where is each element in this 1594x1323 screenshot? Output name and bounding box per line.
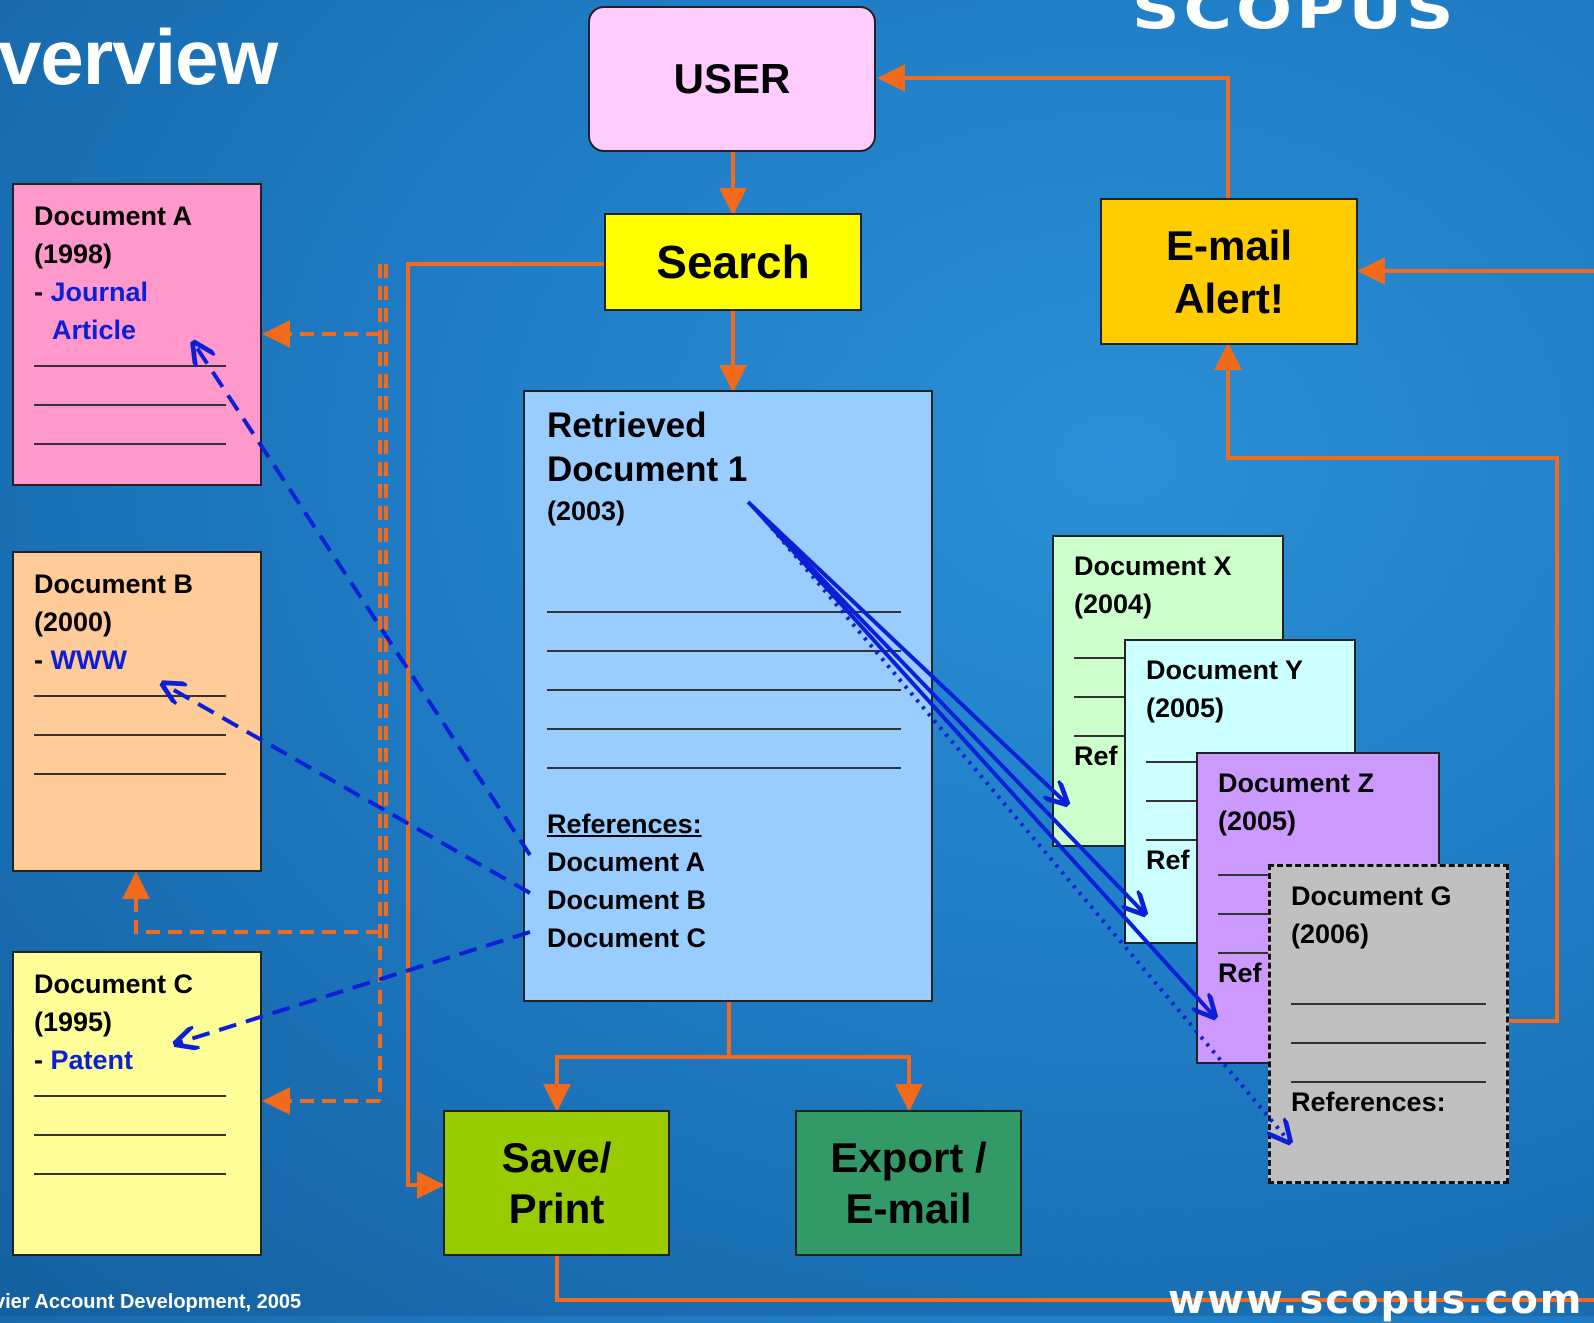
document-g-references-title: References: xyxy=(1291,1087,1446,1117)
document-a-title: Document A xyxy=(34,201,193,231)
text-line xyxy=(547,613,901,652)
text-line xyxy=(1291,1005,1486,1044)
document-b: Document B (2000) - WWW xyxy=(12,551,262,872)
arrow-retrieved-to-save xyxy=(543,1002,731,1112)
text-line xyxy=(1291,953,1486,1005)
text-line xyxy=(34,679,226,697)
document-c-title: Document C xyxy=(34,969,194,999)
document-a-type: Journal xyxy=(50,277,149,307)
email-alert-box: E-mail Alert! xyxy=(1100,198,1358,345)
document-g-title: Document G xyxy=(1291,881,1452,911)
document-b-type: WWW xyxy=(50,645,127,675)
export-email-line2: E-mail xyxy=(845,1185,972,1232)
reference-item-b: Document B xyxy=(547,885,707,915)
text-line xyxy=(34,736,226,775)
email-alert-line2: Alert! xyxy=(1174,274,1284,322)
page-title: verview xyxy=(0,13,278,101)
text-line xyxy=(34,697,226,736)
export-email-line1: Export / xyxy=(830,1134,987,1181)
text-line xyxy=(1291,1044,1486,1083)
text-line xyxy=(547,691,901,730)
dashed-arrow-to-doc-b xyxy=(122,871,380,934)
document-y-title: Document Y xyxy=(1146,655,1304,685)
document-y-year: (2005) xyxy=(1146,693,1225,723)
export-email-box: Export / E-mail xyxy=(795,1110,1022,1256)
document-b-dash: - xyxy=(34,645,51,675)
retrieved-document: Retrieved Document 1 (2003) References: … xyxy=(523,390,933,1002)
text-line xyxy=(34,349,226,367)
retrieved-title-line1: Retrieved xyxy=(547,406,707,445)
footer-credit: vier Account Development, 2005 xyxy=(0,1291,302,1313)
document-a-dash: - xyxy=(34,277,51,307)
arrow-retrieved-to-export xyxy=(729,1055,923,1112)
save-print-line1: Save/ xyxy=(501,1134,612,1181)
text-line xyxy=(547,574,901,613)
line-save-bottom xyxy=(555,1256,1594,1302)
save-print-box: Save/ Print xyxy=(443,1110,670,1256)
document-b-title: Document B xyxy=(34,569,194,599)
arrow-docg-to-email xyxy=(1214,342,1559,1023)
document-c-dash: - xyxy=(34,1045,51,1075)
document-a-year: (1998) xyxy=(34,239,113,269)
document-c-year: (1995) xyxy=(34,1007,113,1037)
text-line xyxy=(547,652,901,691)
search-box: Search xyxy=(604,213,862,311)
retrieved-year: (2003) xyxy=(547,496,626,526)
text-line xyxy=(34,406,226,445)
footer-url: www.scopus.com xyxy=(1168,1277,1584,1323)
retrieved-references-title: References: xyxy=(547,809,702,839)
document-x-year: (2004) xyxy=(1074,589,1153,619)
text-line xyxy=(34,1097,226,1136)
document-g: Document G (2006) References: xyxy=(1268,864,1509,1184)
save-print-line2: Print xyxy=(508,1185,605,1232)
document-b-year: (2000) xyxy=(34,607,113,637)
document-c: Document C (1995) - Patent xyxy=(12,951,262,1256)
document-z-title: Document Z xyxy=(1218,768,1375,798)
document-x-title: Document X xyxy=(1074,551,1232,581)
retrieved-title-line2: Document 1 xyxy=(547,450,748,489)
document-a-type-cont: Article xyxy=(52,315,137,345)
text-line xyxy=(34,367,226,406)
text-line xyxy=(547,730,901,769)
email-alert-line1: E-mail xyxy=(1165,221,1293,269)
reference-item-c: Document C xyxy=(547,923,707,953)
search-label: Search xyxy=(656,236,810,288)
user-box: USER xyxy=(588,6,876,152)
document-g-year: (2006) xyxy=(1291,919,1370,949)
text-line xyxy=(34,1079,226,1097)
document-z-year: (2005) xyxy=(1218,806,1297,836)
reference-item-a: Document A xyxy=(547,847,706,877)
document-c-type: Patent xyxy=(50,1045,134,1075)
text-line xyxy=(34,1136,226,1175)
arrow-email-to-user xyxy=(877,64,1230,198)
scopus-logo: SCOPUS xyxy=(1132,0,1458,42)
user-label: USER xyxy=(673,55,791,102)
document-a: Document A (1998) - Journal Article xyxy=(12,183,262,486)
